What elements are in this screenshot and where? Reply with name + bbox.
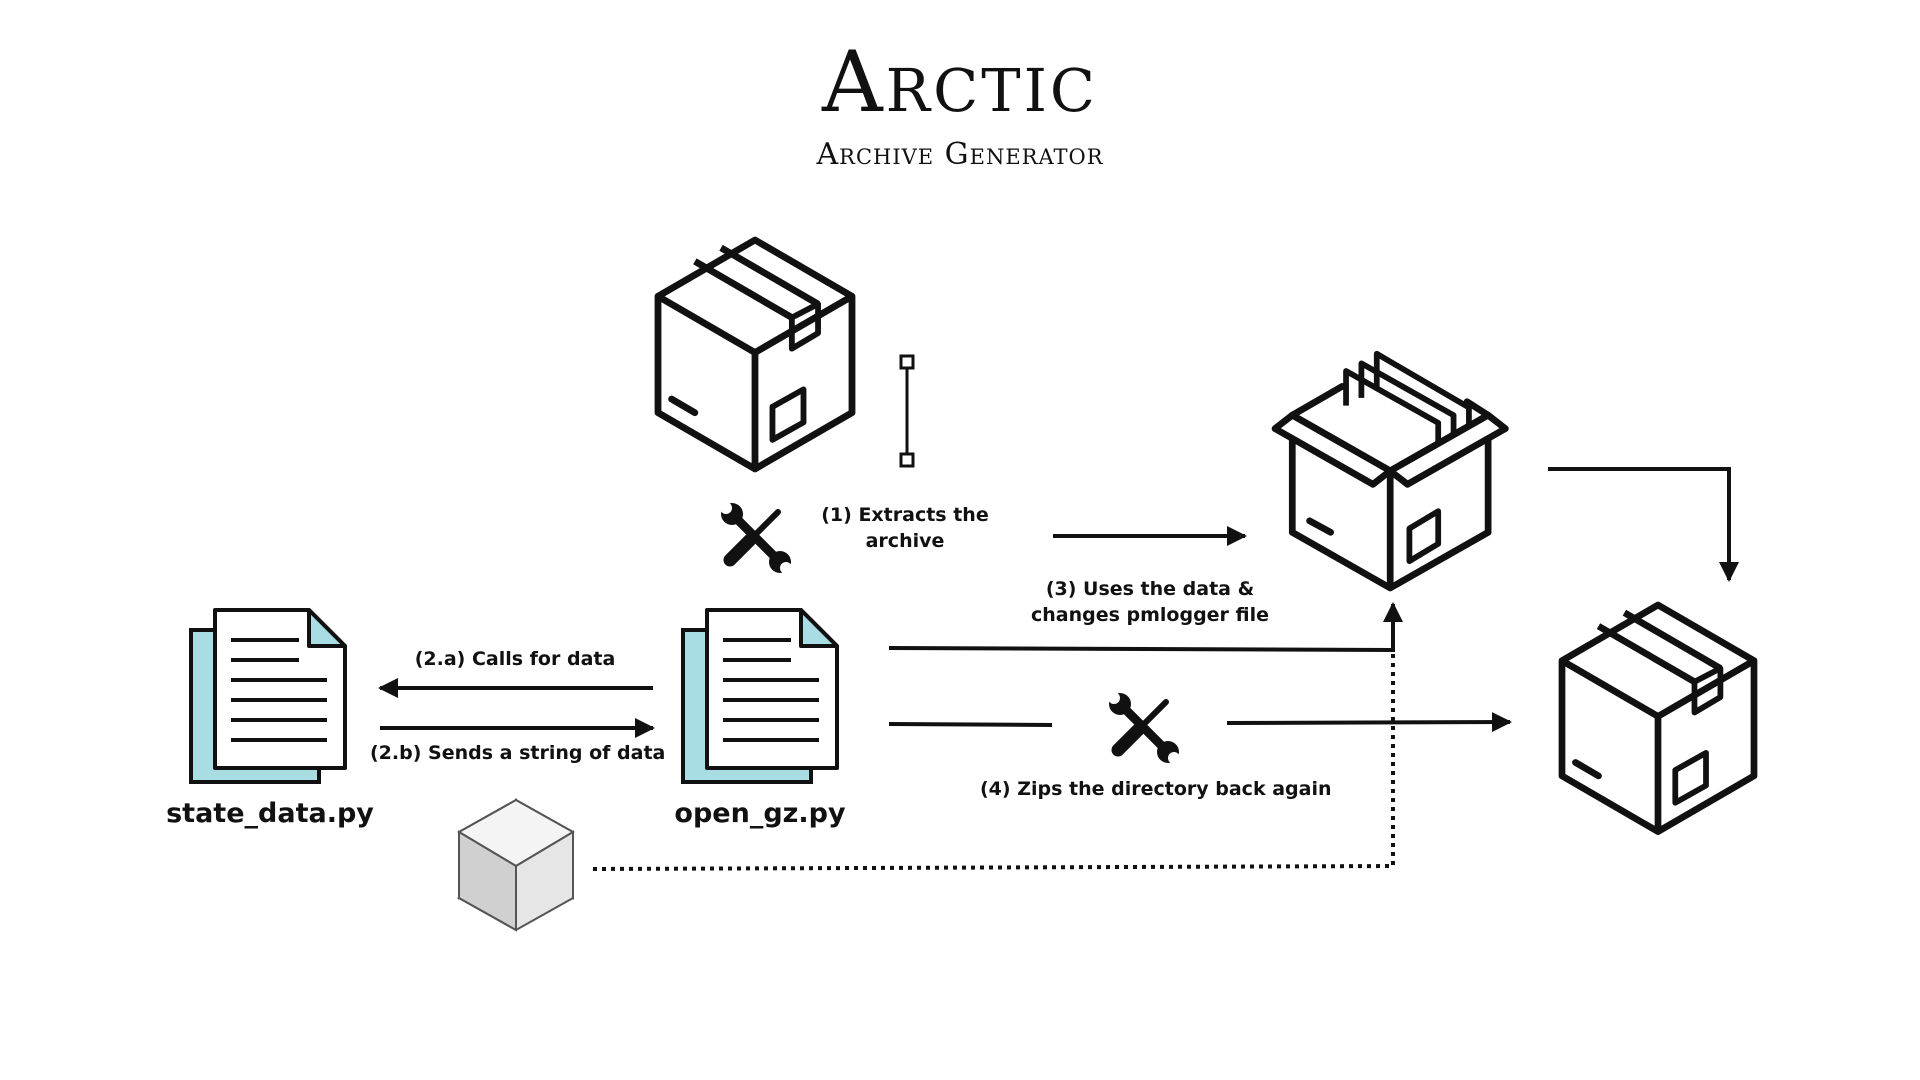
step-calls-label: (2.a) Calls for data (414, 648, 616, 670)
step-sends-label: (2.b) Sends a string of data (370, 742, 666, 764)
diagram-subtitle: Archive Generator (816, 137, 1104, 172)
connector-zip-left (888, 722, 1053, 727)
archive-box-result (1562, 605, 1754, 832)
arrow-zips (1226, 712, 1512, 733)
closed-box-icon (1562, 605, 1754, 832)
document-icon (189, 608, 347, 784)
extracted-directory-box (1275, 354, 1505, 588)
document-icon (681, 608, 839, 784)
step-extract-line1: (1) Extracts the (821, 504, 989, 526)
step-uses-line2: changes pmlogger file (1030, 604, 1270, 626)
archive-box-source (658, 240, 852, 469)
tools-icon (720, 502, 792, 574)
arrow-uses-data (888, 602, 1403, 653)
diagram-title: Arctic (821, 33, 1099, 131)
step-uses-label: (3) Uses the data & changes pmlogger fil… (1020, 576, 1280, 628)
arrow-to-result (1548, 467, 1739, 582)
step-extract-label: (1) Extracts the archive (800, 502, 1010, 554)
step-extract-line2: archive (865, 530, 945, 552)
step-uses-line1: (3) Uses the data & (1045, 578, 1255, 600)
tools-icon (1108, 692, 1180, 764)
open-gz-label: open_gz.py (674, 798, 846, 829)
cube-icon (456, 798, 575, 932)
state-data-label: state_data.py (166, 798, 374, 829)
open-box-icon (1275, 354, 1505, 588)
range-marker (899, 354, 915, 468)
closed-box-icon (658, 240, 852, 469)
step-zips-label: (4) Zips the directory back again (980, 778, 1332, 800)
